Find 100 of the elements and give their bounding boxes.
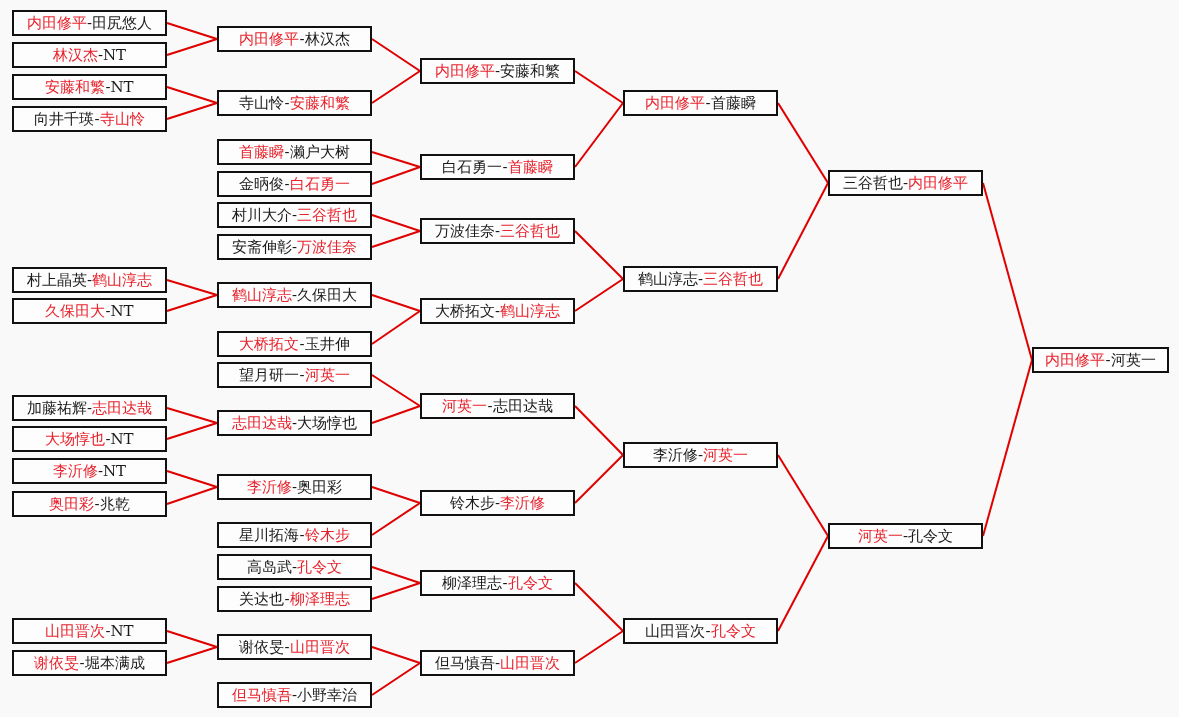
match-box <box>217 410 372 436</box>
match-box <box>828 523 983 549</box>
bracket-line <box>166 630 218 648</box>
match-result: 奥田彩-兆乾 <box>49 495 130 513</box>
bracket-line <box>371 166 421 185</box>
match-result: 山田晋次-NT <box>45 622 134 640</box>
match-box <box>420 154 575 180</box>
bracket-line <box>371 646 421 664</box>
match-box <box>12 267 167 293</box>
match-result: 谢依旻-堀本满成 <box>34 654 145 672</box>
match-result: 安藤和繁-NT <box>45 78 134 96</box>
bracket-line <box>574 582 624 632</box>
match-result: 加藤祐辉-志田达哉 <box>26 399 153 417</box>
bracket-line <box>371 502 421 536</box>
match-result: 李沂修-奥田彩 <box>246 478 343 496</box>
match-box <box>217 362 372 388</box>
match-box <box>12 458 167 484</box>
match-result: 柳泽理志-孔令文 <box>442 574 553 592</box>
match-result: 望月研一-河英一 <box>239 366 350 384</box>
match-result: 河英一-志田达哉 <box>442 397 553 415</box>
match-box <box>12 618 167 644</box>
match-box <box>12 298 167 324</box>
match-box <box>217 634 372 660</box>
match-result: 高岛武-孔令文 <box>246 558 343 576</box>
match-box <box>217 331 372 357</box>
match-box <box>420 490 575 516</box>
bracket-line <box>166 486 218 505</box>
match-box <box>217 682 372 708</box>
match-box <box>1032 347 1169 373</box>
match-box <box>420 58 575 84</box>
match-result: 但马慎吾-山田晋次 <box>434 654 561 672</box>
match-result: 内田修平-林汉杰 <box>239 30 350 48</box>
match-result: 大桥拓文-鹤山淳志 <box>434 302 561 320</box>
bracket-line <box>166 279 218 296</box>
bracket-line <box>574 454 624 504</box>
match-box <box>217 90 372 116</box>
bracket-line <box>574 630 624 664</box>
bracket-line <box>166 22 218 40</box>
match-box <box>828 170 983 196</box>
match-result: 安斋伸彰-万波佳奈 <box>231 238 358 256</box>
match-box <box>12 491 167 517</box>
match-box <box>217 554 372 580</box>
bracket-line <box>371 214 421 232</box>
bracket-line <box>371 310 421 345</box>
match-box <box>217 474 372 500</box>
match-result: 万波佳奈-三谷哲也 <box>434 222 561 240</box>
match-box <box>217 202 372 228</box>
bracket-line <box>371 662 421 696</box>
bracket-line <box>371 405 421 424</box>
match-result: 志田达哉-大场惇也 <box>231 414 358 432</box>
bracket-line <box>166 470 218 488</box>
match-box <box>12 10 167 36</box>
match-box <box>217 171 372 197</box>
match-box <box>12 42 167 68</box>
match-result: 鹤山淳志-三谷哲也 <box>637 270 764 288</box>
match-box <box>12 650 167 676</box>
bracket-line <box>777 535 829 632</box>
match-result: 大桥拓文-玉井伸 <box>239 335 350 353</box>
match-result: 向井千瑛-寺山怜 <box>34 110 145 128</box>
match-box <box>217 522 372 548</box>
match-result: 但马慎吾-小野幸治 <box>231 686 358 704</box>
bracket-line <box>166 422 218 440</box>
bracket-line <box>371 582 421 600</box>
match-box <box>420 298 575 324</box>
match-result: 金昞俊-白石勇一 <box>239 175 350 193</box>
match-result: 寺山怜-安藤和繁 <box>239 94 350 112</box>
bracket-line <box>574 70 624 104</box>
bracket-line <box>777 454 829 537</box>
match-box <box>420 393 575 419</box>
match-result: 鹤山淳志-久保田大 <box>231 286 358 304</box>
match-result: 久保田大-NT <box>45 302 134 320</box>
bracket-line <box>574 230 624 280</box>
bracket-line <box>371 486 421 504</box>
match-result: 关达也-柳泽理志 <box>239 590 350 608</box>
bracket-line <box>574 405 624 456</box>
bracket-line <box>371 230 421 248</box>
match-result: 山田晋次-孔令文 <box>645 622 756 640</box>
match-box <box>12 74 167 100</box>
match-result: 河英一-孔令文 <box>857 527 954 545</box>
bracket-line <box>574 278 624 312</box>
bracket-line <box>166 407 218 424</box>
match-box <box>217 139 372 165</box>
match-box <box>623 618 778 644</box>
bracket-line <box>371 374 421 407</box>
bracket-line <box>371 151 421 168</box>
match-result: 内田修平-河英一 <box>1045 351 1156 369</box>
bracket-line <box>166 38 218 56</box>
match-box <box>420 570 575 596</box>
match-result: 村上晶英-鹤山淳志 <box>26 271 153 289</box>
match-box <box>420 218 575 244</box>
match-box <box>623 442 778 468</box>
bracket-line <box>166 294 218 312</box>
match-result: 内田修平-首藤瞬 <box>645 94 756 112</box>
match-result: 首藤瞬-濑户大树 <box>239 143 350 161</box>
match-result: 星川拓海-铃木步 <box>239 526 350 544</box>
match-result: 内田修平-安藤和繁 <box>434 62 561 80</box>
match-result: 村川大介-三谷哲也 <box>231 206 358 224</box>
bracket-line <box>166 102 218 120</box>
match-result: 内田修平-田尻悠人 <box>26 14 153 32</box>
match-result: 铃木步-李沂修 <box>449 494 546 512</box>
